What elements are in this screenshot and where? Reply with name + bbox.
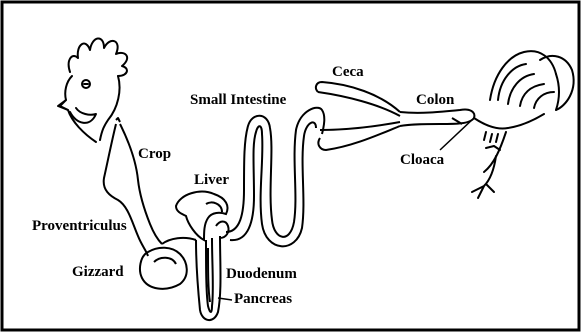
label-pancreas: Pancreas (234, 291, 292, 307)
label-colon: Colon (416, 92, 455, 108)
label-duodenum: Duodenum (226, 266, 297, 282)
label-gizzard: Gizzard (72, 264, 124, 280)
label-crop: Crop (138, 146, 171, 162)
rooster-head-drawing (58, 38, 127, 142)
label-ceca: Ceca (332, 64, 364, 80)
esophagus-crop-drawing (104, 118, 162, 256)
liver-drawing (176, 192, 228, 240)
label-cloaca: Cloaca (400, 152, 445, 168)
label-liver: Liver (194, 172, 229, 188)
label-proventriculus: Proventriculus (32, 218, 127, 234)
gizzard-drawing (140, 238, 196, 289)
duodenum-pancreas-drawing (196, 222, 229, 321)
label-small-intestine: Small Intestine (190, 92, 287, 108)
rooster-body-drawing (472, 51, 574, 198)
small-intestine-drawing (226, 108, 324, 247)
